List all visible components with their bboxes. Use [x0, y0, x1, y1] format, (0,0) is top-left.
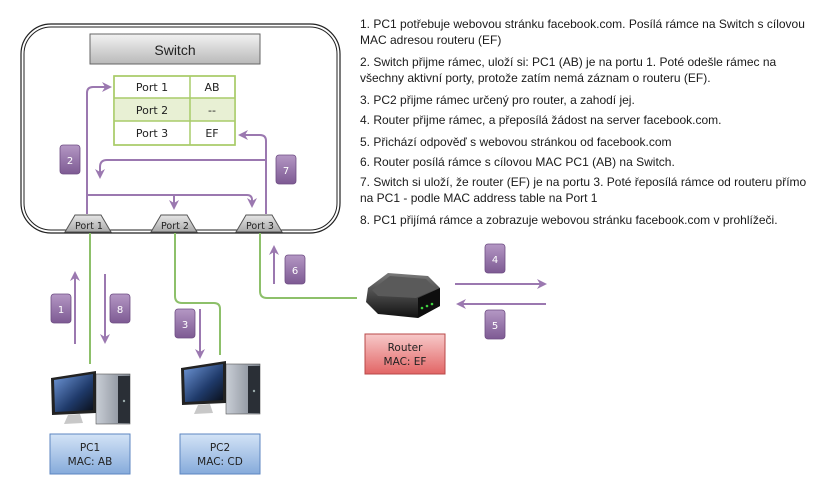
arrow-learn-port3 [238, 130, 267, 214]
switch-title: Switch [154, 42, 195, 58]
pc1-label: PC1 MAC: AB [49, 433, 131, 475]
pc2-computer-icon [181, 361, 261, 415]
step-descriptions: 1. PC1 potřebuje webovou stránku faceboo… [360, 16, 810, 232]
pc1-mac: MAC: AB [68, 456, 113, 468]
step-text-2: 2. Switch přijme rámec, uloží si: PC1 (A… [360, 55, 777, 85]
mac-table-row: Port 2 -- [136, 104, 216, 117]
switch-internal-arrows [86, 82, 267, 214]
pc2-mac: MAC: CD [197, 456, 243, 468]
pc1-computer-icon [51, 371, 131, 425]
router-mac: MAC: EF [384, 356, 427, 368]
step-badge: 1 [50, 293, 72, 324]
cable-pc2 [174, 233, 221, 355]
cable-router [259, 233, 357, 299]
pc1-name: PC1 [80, 442, 100, 454]
cables [89, 233, 357, 364]
mac-table-port: Port 1 [136, 81, 168, 94]
step-badge: 4 [484, 243, 506, 274]
router-label: Router MAC: EF [364, 333, 446, 375]
step-text-8: 8. PC1 přijímá rámce a zobrazuje webovou… [360, 213, 778, 227]
svg-text:8: 8 [117, 305, 123, 316]
router-icon [366, 273, 440, 318]
step-badge: 2 [59, 144, 81, 175]
step-badge: 8 [109, 293, 131, 324]
switch-port-3: Port 3 [235, 214, 283, 233]
port-label: Port 1 [75, 221, 103, 232]
svg-text:1: 1 [58, 305, 64, 316]
svg-text:6: 6 [292, 266, 298, 277]
step-text-6: 6. Router posílá rámce s cílovou MAC PC1… [360, 155, 675, 169]
step-badge: 6 [284, 254, 306, 285]
mac-table-mac: AB [204, 81, 219, 94]
svg-text:2: 2 [67, 156, 73, 167]
step-text-4: 4. Router přijme rámec, a přeposílá žádo… [360, 113, 722, 127]
mac-table-mac: EF [205, 127, 218, 140]
pc2-label: PC2 MAC: CD [179, 433, 261, 475]
arrow-flood-port3 [87, 194, 257, 208]
port-label: Port 2 [161, 221, 189, 232]
mac-table-port: Port 2 [136, 104, 168, 117]
external-arrows [70, 245, 547, 359]
mac-table-mac: -- [208, 104, 216, 117]
mac-table-row: Port 1 AB [136, 81, 220, 94]
step-text-7: 7. Switch si uloží, že router (EF) je na… [360, 175, 807, 205]
svg-text:7: 7 [283, 166, 289, 177]
switch-port-2: Port 2 [150, 214, 198, 233]
step-badge: 7 [275, 154, 297, 185]
step-badge: 5 [484, 309, 506, 340]
port-label: Port 3 [246, 221, 274, 232]
step-badge: 3 [174, 308, 196, 339]
mac-address-table: Port 1 AB Port 2 -- Port 3 EF [113, 75, 236, 146]
pc2-name: PC2 [210, 442, 230, 454]
arrow-forward-port1 [95, 159, 266, 179]
router-name: Router [388, 342, 423, 354]
mac-table-port: Port 3 [136, 127, 168, 140]
mac-table-row: Port 3 EF [136, 127, 219, 140]
svg-text:3: 3 [182, 320, 188, 331]
step-text-5: 5. Přichází odpověď s webovou stránkou o… [360, 135, 672, 149]
svg-text:5: 5 [492, 321, 498, 332]
svg-text:4: 4 [492, 255, 498, 266]
step-text-1: 1. PC1 potřebuje webovou stránku faceboo… [360, 17, 805, 47]
switch-title-bar: Switch [89, 33, 261, 65]
switch-port-1: Port 1 [64, 214, 112, 233]
arrow-learn-port1 [86, 82, 112, 214]
step-text-3: 3. PC2 přijme rámec určený pro router, a… [360, 93, 635, 107]
